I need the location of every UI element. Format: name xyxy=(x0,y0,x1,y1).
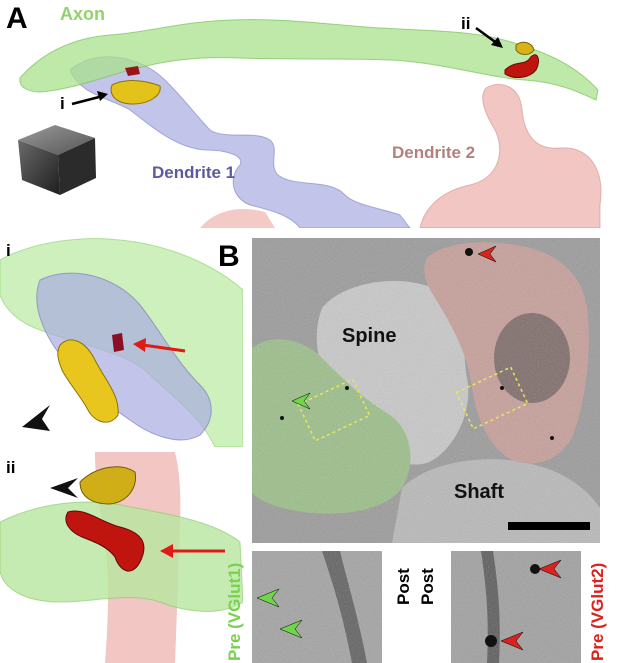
panel-i-presynaptic xyxy=(57,339,119,423)
panel-ii-label: ii xyxy=(6,458,16,477)
synapse-ii-density xyxy=(504,54,539,78)
em-green-arrowhead xyxy=(291,392,311,410)
marker-i: i xyxy=(60,94,65,113)
dendrite2-label: Dendrite 2 xyxy=(392,143,476,162)
panel-b-letter: B xyxy=(218,240,240,273)
scale-bar xyxy=(508,522,590,530)
marker-ii: ii xyxy=(461,14,471,33)
dendrite1-surface xyxy=(69,56,411,228)
panel-b-render xyxy=(252,238,600,543)
dendrite2-surface xyxy=(419,84,602,228)
inset-red-arrowhead-2 xyxy=(500,631,524,651)
inset-right-label: Pre (VGlut2) xyxy=(588,562,607,661)
synapse-i-presynaptic xyxy=(110,80,161,105)
shaft-label: Shaft xyxy=(454,481,504,503)
dendrite1-label: Dendrite 1 xyxy=(152,163,236,182)
panel-ii-black-arrowhead xyxy=(50,478,78,498)
inset-post-label-left: Post xyxy=(394,568,413,605)
inset-green-arrowhead-2 xyxy=(279,619,303,639)
panel-ii-presynaptic xyxy=(79,466,137,505)
panel-ii-density xyxy=(65,510,145,572)
synapse-ii-presynaptic xyxy=(515,41,535,55)
axon-label: Axon xyxy=(60,4,105,24)
inset-left-label: Pre (VGlut1) xyxy=(225,562,244,661)
panel-ii-closeup: ii xyxy=(0,452,243,663)
panel-a-render xyxy=(18,19,602,228)
inset-red-arrowhead-1 xyxy=(538,559,562,579)
orientation-cube xyxy=(18,125,96,195)
inset-right-vglut2 xyxy=(451,551,581,663)
panel-i-closeup: i xyxy=(0,235,243,447)
panel-i-label: i xyxy=(6,241,11,260)
panel-i-render xyxy=(0,238,243,447)
inset-post-label-right: Post xyxy=(418,568,437,605)
panel-ii-render xyxy=(0,452,243,663)
em-red-arrowhead xyxy=(477,245,497,263)
synapse-i-density xyxy=(125,66,140,76)
inset-left-vglut1 xyxy=(252,551,382,663)
panel-i-density xyxy=(112,333,124,352)
inset-green-arrowhead-1 xyxy=(256,588,280,608)
panel-a-3d-reconstruction: A Axon Dendrite 1 Dendrite 2 i ii xyxy=(0,0,617,228)
panel-b-micrograph: Spine Shaft xyxy=(252,238,600,543)
spine-label: Spine xyxy=(342,325,397,347)
panel-i-black-arrowhead xyxy=(22,405,50,431)
panel-a-letter: A xyxy=(6,2,28,35)
